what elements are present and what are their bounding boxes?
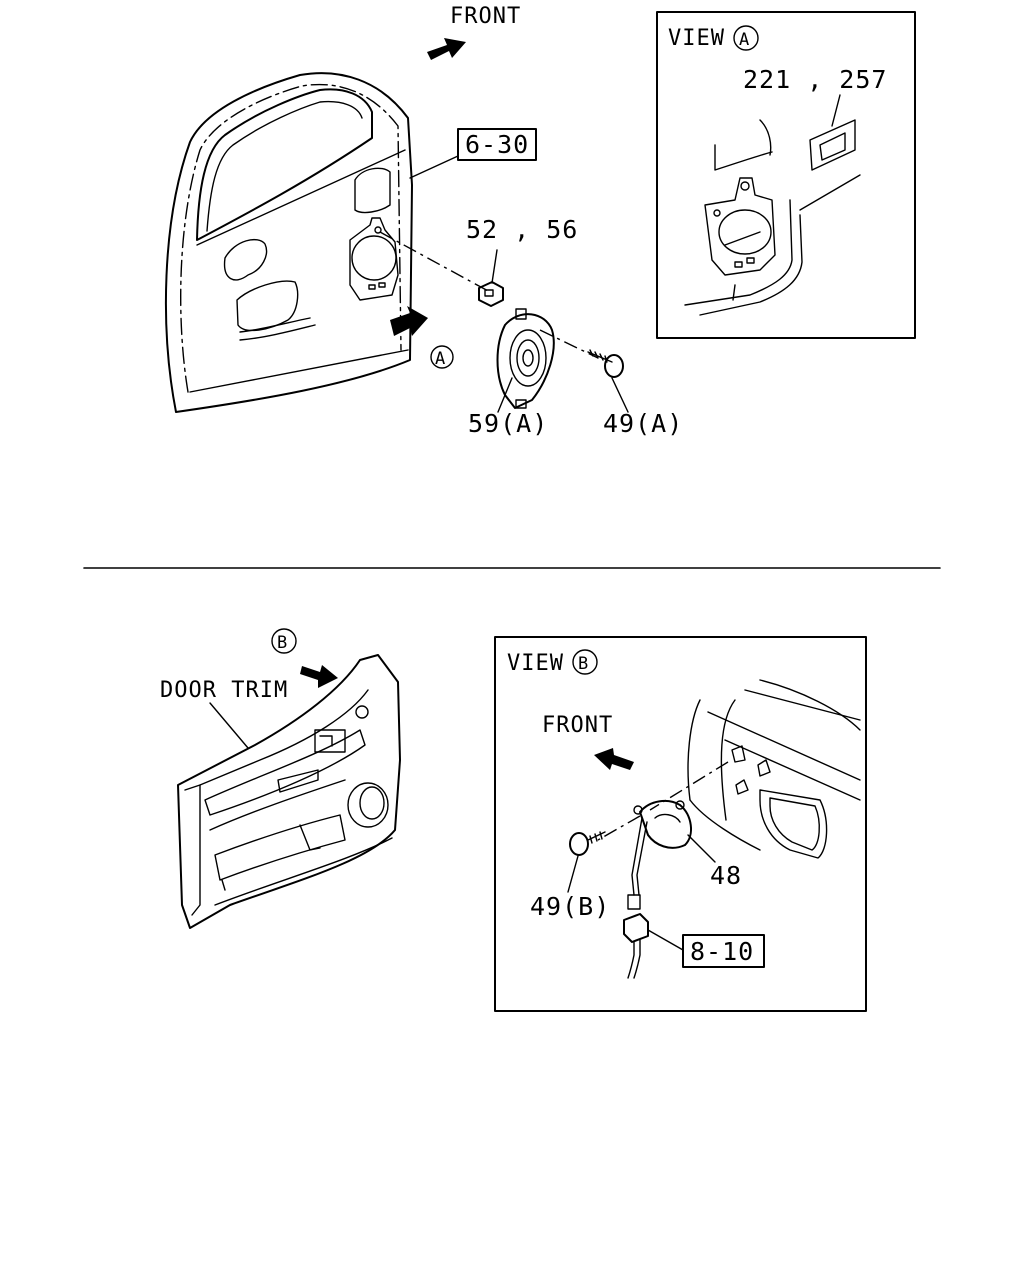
part-59a-label: 59(A) (468, 409, 548, 438)
view-b-arrow-icon (300, 665, 338, 688)
view-a-marker: A (739, 30, 750, 50)
part-221-257-label: 221 , 257 (743, 65, 887, 94)
door-trim-panel (177, 654, 401, 929)
view-a-arrow-icon (390, 306, 428, 336)
marker-a-circle (430, 345, 454, 369)
view-b-title: VIEW (507, 651, 564, 676)
marker-b-label: B (277, 633, 288, 653)
screw-49a (587, 349, 624, 378)
speaker-59a (496, 308, 555, 409)
tweeter-48 (627, 799, 692, 910)
front-door-panel (164, 72, 413, 413)
view-b-detail (687, 679, 861, 859)
ref-6-30: 6-30 (465, 130, 529, 159)
marker-a-label: A (435, 349, 446, 369)
view-b-marker: B (578, 654, 589, 674)
top-front-arrow-icon (427, 38, 466, 60)
part-49a-label: 49(A) (603, 409, 683, 438)
view-a-detail (684, 119, 861, 316)
part-49b-label: 49(B) (530, 892, 610, 921)
view-b-front-arrow-icon (594, 748, 634, 770)
part-52-56-label: 52 , 56 (466, 215, 578, 244)
view-b-front-label: FRONT (542, 713, 613, 738)
top-front-label: FRONT (450, 4, 521, 29)
clip-52-56 (478, 281, 504, 307)
ref-box-6-30 (457, 128, 537, 161)
door-trim-label: DOOR TRIM (160, 678, 288, 703)
connector-8-10 (623, 913, 649, 979)
part-48-label: 48 (710, 861, 742, 890)
ref-box-8-10 (682, 934, 765, 968)
screw-49b (569, 831, 606, 856)
view-b-box (494, 636, 867, 1012)
view-a-title: VIEW (668, 26, 725, 51)
ref-8-10: 8-10 (690, 937, 754, 966)
view-a-box (656, 11, 916, 339)
